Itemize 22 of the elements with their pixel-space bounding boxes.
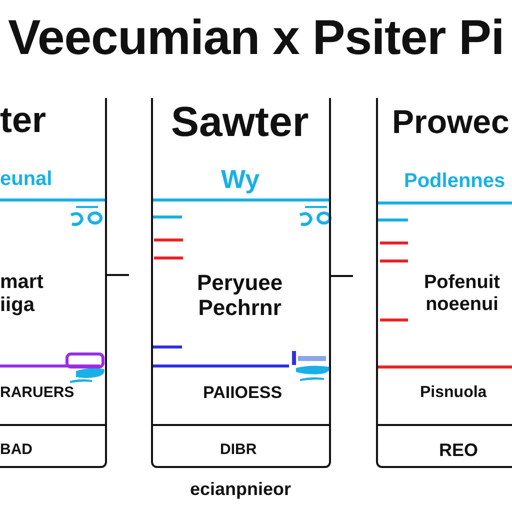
connector-line [107, 274, 129, 276]
panel-subheading: Podlennes [404, 170, 506, 193]
comparison-panel [0, 98, 107, 468]
footer-label: REO [439, 440, 478, 461]
comparison-panel [376, 98, 512, 468]
diagram-title: Veecumian x Psiter Pi [8, 12, 504, 66]
panel-subheading: Wy [221, 165, 260, 195]
diagram-caption: ecianpnieor [190, 479, 292, 500]
footer-label: DIBR [220, 441, 257, 458]
panel-label: Pisnuola [420, 384, 487, 402]
panel-text: Peryuee Pechrnr [197, 270, 283, 321]
panel-label: PAIIOESS [203, 383, 282, 403]
panel-heading: Sawter [171, 98, 309, 146]
panel-subheading: eunal [0, 168, 52, 191]
panel-label: RARUERS [0, 384, 74, 402]
panel-heading: ter [0, 99, 46, 140]
panel-text: mart iiga [0, 271, 44, 317]
connector-line [331, 275, 353, 277]
panel-text: Pofenuit noeenui [424, 272, 500, 316]
panel-heading: Prowec [392, 103, 510, 141]
comparison-panel [151, 98, 331, 468]
footer-label: BAD [0, 441, 32, 458]
